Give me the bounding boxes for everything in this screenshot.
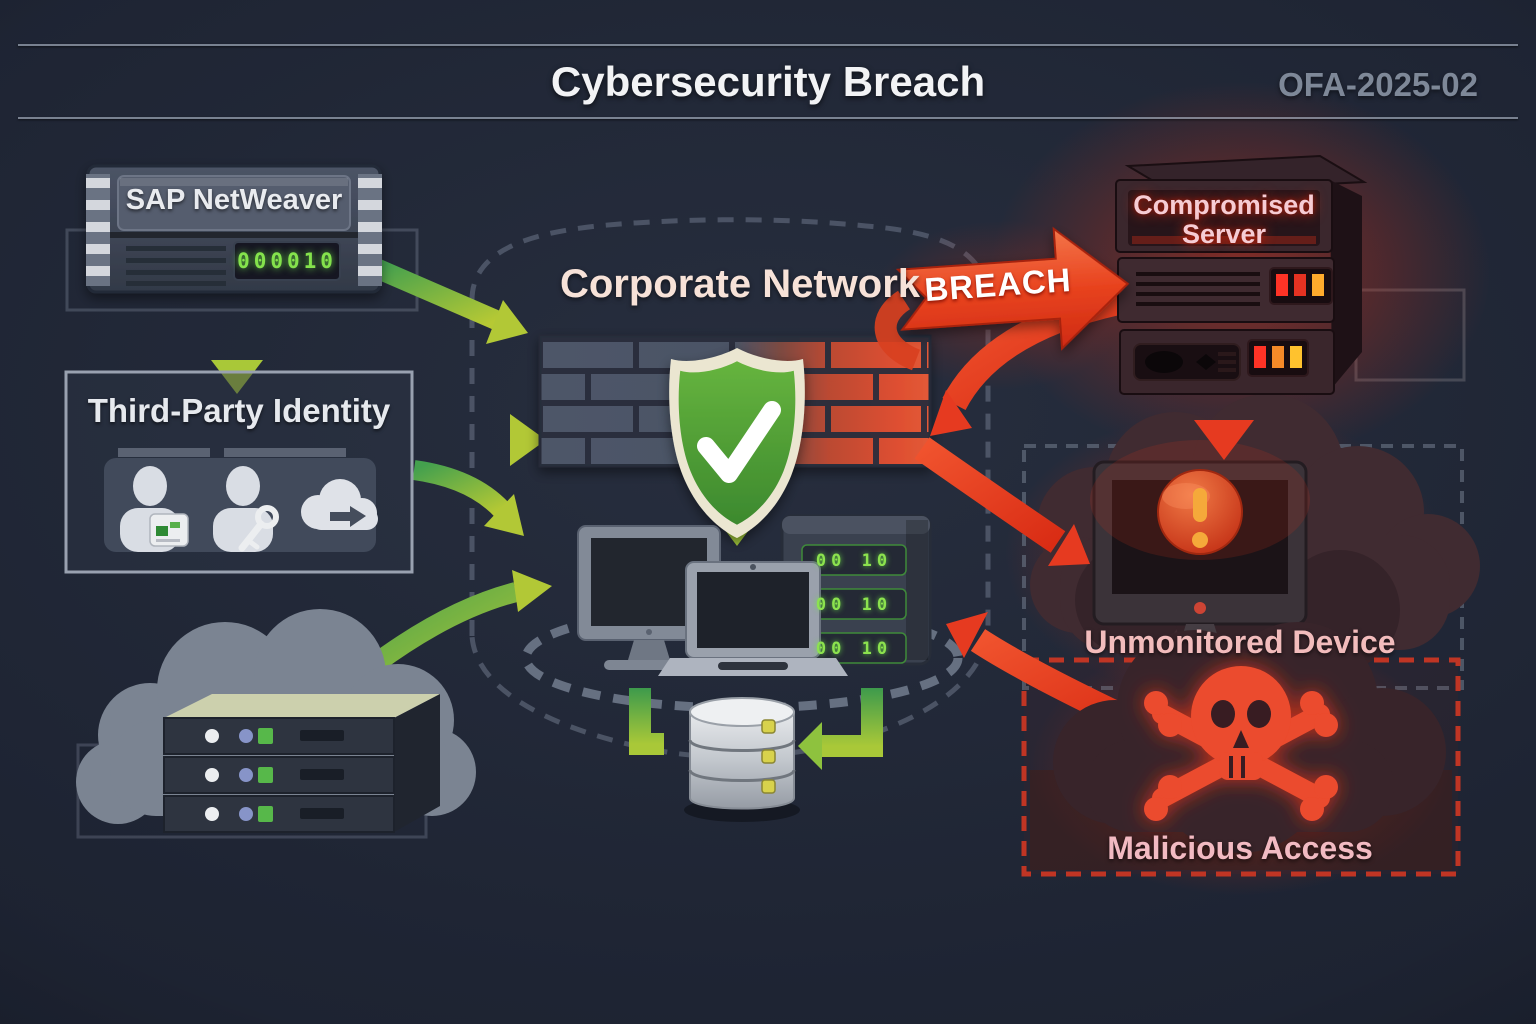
arrow-firewall-to-unmonitored	[914, 437, 1090, 566]
header-rule-bottom	[18, 117, 1518, 119]
user-key-icon	[213, 466, 279, 552]
third-party-identity-label: Third-Party Identity	[87, 392, 391, 429]
arrow-compromised-down	[1194, 392, 1254, 460]
cloud-server-stack-icon	[76, 609, 476, 833]
database-cylinder-icon	[684, 697, 800, 822]
laptop-icon	[658, 561, 848, 676]
document-code: OFA-2025-02	[1278, 66, 1478, 103]
arrow-elbow-left-to-database	[629, 688, 664, 755]
arrow-identity-curve	[412, 460, 524, 536]
arrow-elbow-right-to-database	[798, 688, 883, 770]
rack-led-readout: 00 10	[815, 639, 893, 659]
corporate-network-label: Corporate Network	[559, 262, 921, 306]
malicious-access-label: Malicious Access	[1107, 830, 1373, 866]
header-rule-top	[18, 44, 1518, 46]
arrow-sap-to-firewall	[372, 258, 528, 344]
compromised-server-label: Compromised Server	[1133, 190, 1315, 250]
breach-ribbon	[874, 290, 921, 371]
compromised-server-icon	[1115, 154, 1368, 395]
page-title: Cybersecurity Breach	[550, 58, 986, 105]
rack-server-icon	[86, 164, 382, 294]
sap-led-readout: 000010	[237, 249, 337, 273]
rack-led-readout: 00 10	[815, 551, 893, 571]
warning-exclamation-icon	[1157, 469, 1243, 555]
shield-checkmark-icon	[669, 348, 805, 538]
arrow-identity-to-firewall	[414, 414, 546, 466]
user-id-card-icon	[120, 466, 189, 552]
rack-led-readout: 00 10	[815, 595, 893, 615]
identity-provider-box	[64, 370, 414, 574]
cloud-transfer-icon	[301, 479, 378, 530]
unmonitored-device-label: Unmonitored Device	[1084, 624, 1396, 660]
skull-crossbones-icon	[1144, 666, 1338, 821]
breach-arrow	[895, 226, 1130, 351]
corporate-network-boundary	[469, 217, 991, 760]
sap-netweaver-label: SAP NetWeaver	[125, 184, 343, 216]
